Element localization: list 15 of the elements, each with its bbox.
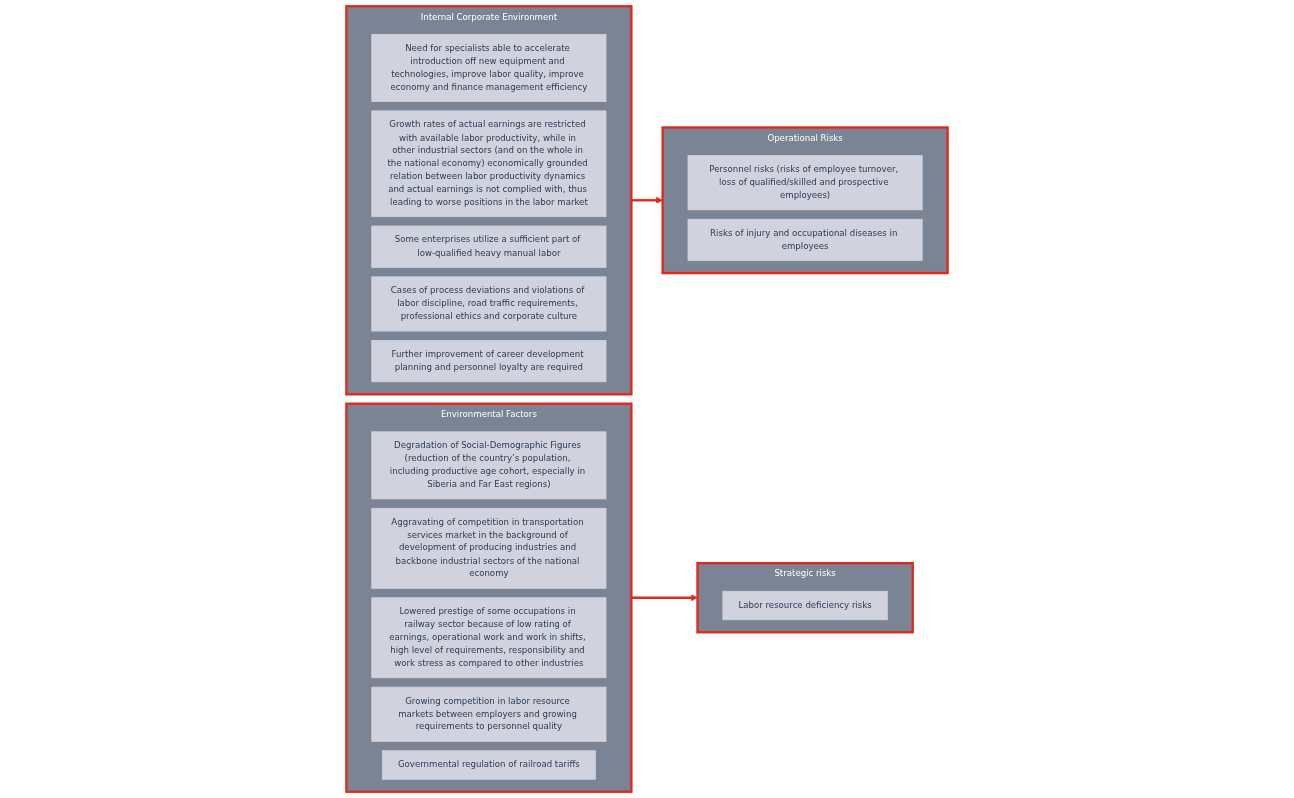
node-box: Risks of injury and occupational diseases in employees (687, 218, 923, 261)
node-box: Aggravating of competition in transportation services market in the background of development of producing industries and backbone industrial sectors of the national economy (371, 507, 607, 589)
node-box: Governmental regulation of railroad tariffs (381, 750, 596, 780)
arrow (631, 196, 663, 204)
node-box: Growth rates of actual earnings are restricted with available labor productivity, while in other industrial sectors (and on the whole in the national economy) economically grounded relation between labor productivity dynamics and actual earnings is not complied with, thus leading to worse positions in the labor market (371, 110, 607, 218)
node-box: Personnel risks (risks of employee turnover, loss of qualified/skilled and prospective employees) (687, 155, 923, 211)
node-box: Degradation of Social-Demographic Figures (reduction of the country’s population, including productive age cohort, especially in Siberia and Far East regions) (371, 431, 607, 500)
node-box: Growing competition in labor resource markets between employers and growing requirements to personnel quality (371, 686, 607, 742)
arrow (631, 594, 698, 602)
node-box: Need for specialists able to accelerate introduction off new equipment and technologies, improve labor quality, improve economy and finance management efficiency (371, 33, 607, 102)
node-box: Further improvement of career development planning and personnel loyalty are required (371, 340, 607, 383)
node-box: Lowered prestige of some occupations in railway sector because of low rating of earnings, operational work and work in shifts, high level of requirements, responsibility and work stress as compared to other industries (371, 597, 607, 679)
node-box: Labor resource deficiency risks (722, 590, 888, 621)
node-box: Cases of process deviations and violations of labor discipline, road traffic requirements, professional ethics and corporate culture (371, 276, 607, 332)
node-box: Some enterprises utilize a sufficient part of low-qualified heavy manual labor (371, 225, 607, 268)
